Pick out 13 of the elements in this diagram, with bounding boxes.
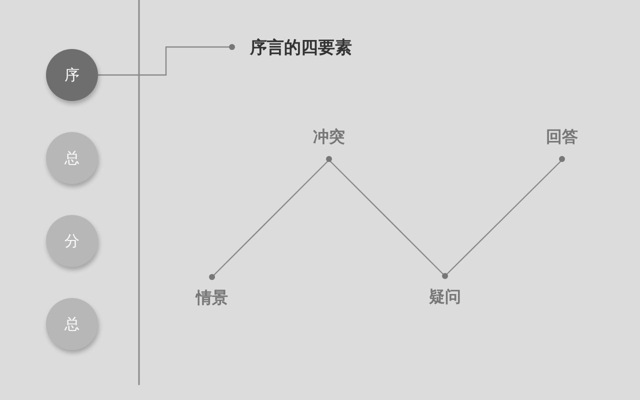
- section-circle: 总: [46, 298, 98, 350]
- point-label: 回答: [542, 127, 582, 163]
- point-label: 疑问: [425, 273, 465, 309]
- line: [212, 160, 330, 278]
- section-circle: 分: [46, 215, 98, 267]
- section-circle: 序: [46, 49, 98, 101]
- line: [444, 160, 562, 276]
- point-label: 情景: [192, 274, 232, 310]
- section-circle: 总: [46, 132, 98, 184]
- connector-line: [98, 44, 235, 76]
- line: [328, 160, 446, 276]
- point-label: 冲突: [309, 127, 349, 163]
- heading-label: 序言的四要素: [229, 36, 399, 58]
